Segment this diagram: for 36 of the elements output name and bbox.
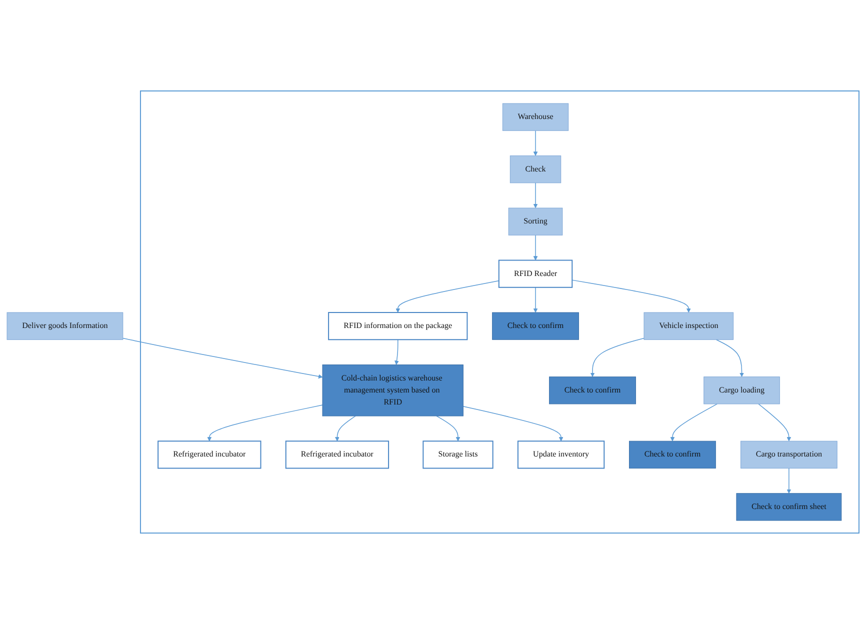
node-box: Check (510, 156, 562, 184)
node-box: Cargo transportation (740, 440, 838, 468)
node-box: Check to confirm (549, 376, 636, 404)
node-box: Deliver goods Information (6, 312, 124, 340)
arrow (533, 287, 538, 313)
node-box: Storage lists (422, 440, 494, 469)
node-box: Cold-chain logistics warehouse management system based on RFID (322, 364, 464, 416)
arrow (462, 406, 564, 442)
node-box: Check to confirm (492, 312, 579, 340)
node-box: Refrigerated incubator (158, 440, 262, 469)
arrow (533, 130, 538, 156)
node-box: Check to confirm sheet (736, 493, 842, 521)
arrow (572, 280, 691, 313)
arrow (394, 339, 399, 365)
node-box: Check to confirm (629, 440, 716, 468)
arrow (207, 404, 323, 442)
arrow (533, 182, 538, 208)
node-box: RFID information on the package (328, 312, 468, 340)
node-box: Refrigerated incubator (285, 440, 390, 469)
arrow (335, 416, 356, 442)
node-box: Vehicle inspection (644, 312, 734, 340)
node-box: Update inventory (517, 440, 605, 469)
node-box: RFID Reader (498, 260, 573, 288)
node-box: Cargo loading (704, 376, 780, 404)
arrow (786, 468, 792, 494)
node-box: Warehouse (502, 103, 569, 131)
arrow (758, 404, 792, 442)
arrow (436, 416, 460, 442)
arrow (670, 404, 718, 442)
arrow (396, 280, 500, 313)
arrow (533, 234, 538, 260)
arrow (716, 339, 744, 378)
cluster (140, 90, 860, 534)
arrow (590, 338, 644, 378)
arrow (122, 338, 323, 379)
node-box: Sorting (508, 208, 563, 236)
